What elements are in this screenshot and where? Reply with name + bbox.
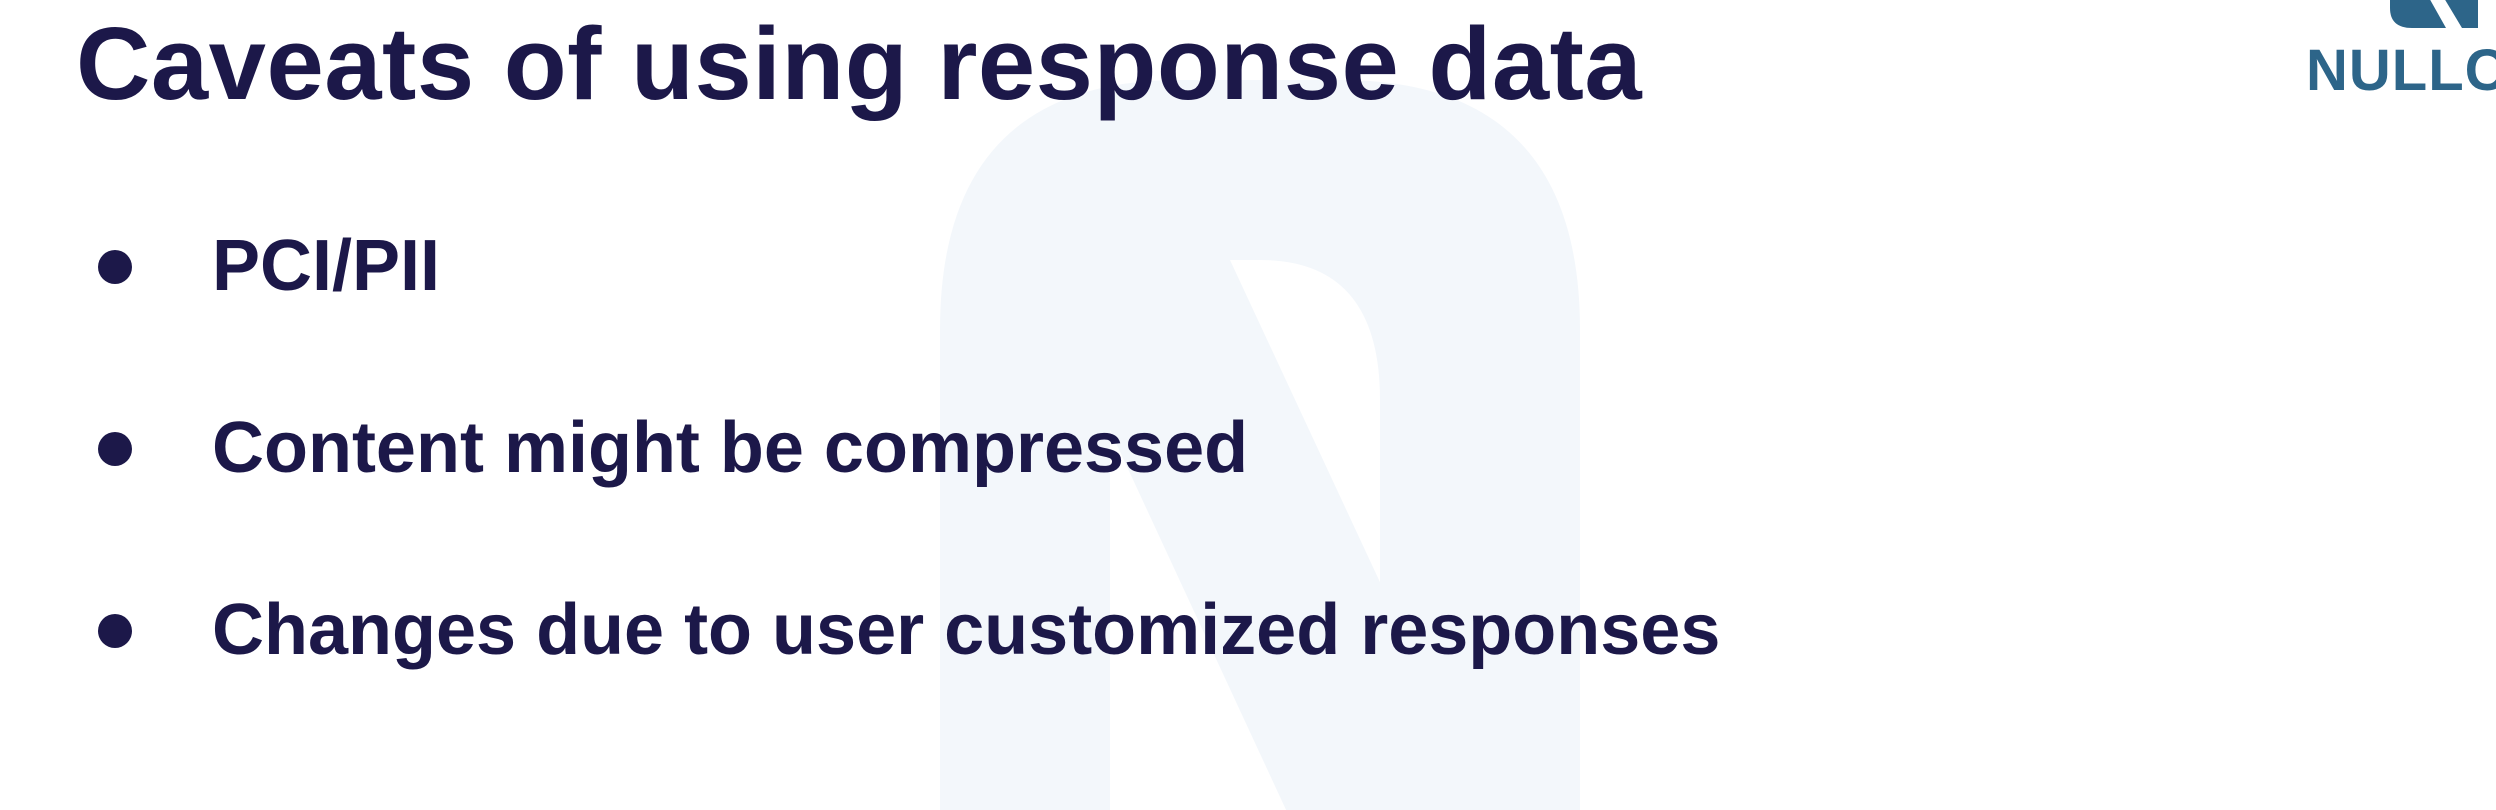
bullet-text: Changes due to user customized responses: [212, 590, 1721, 670]
slide-title: Caveats of using response data: [76, 6, 1643, 121]
bullet-icon: [98, 614, 132, 648]
n-logo-watermark-icon: [940, 80, 1580, 810]
logo-wordmark: NULLC: [2306, 38, 2496, 103]
bullet-icon: [98, 250, 132, 284]
bullet-text: PCI/PII: [212, 226, 441, 306]
bullet-icon: [98, 432, 132, 466]
bullet-text: Content might be compressed: [212, 408, 1249, 488]
nullcon-logo-icon: [2390, 0, 2478, 28]
nullcon-logo: NULLC: [2300, 0, 2496, 110]
